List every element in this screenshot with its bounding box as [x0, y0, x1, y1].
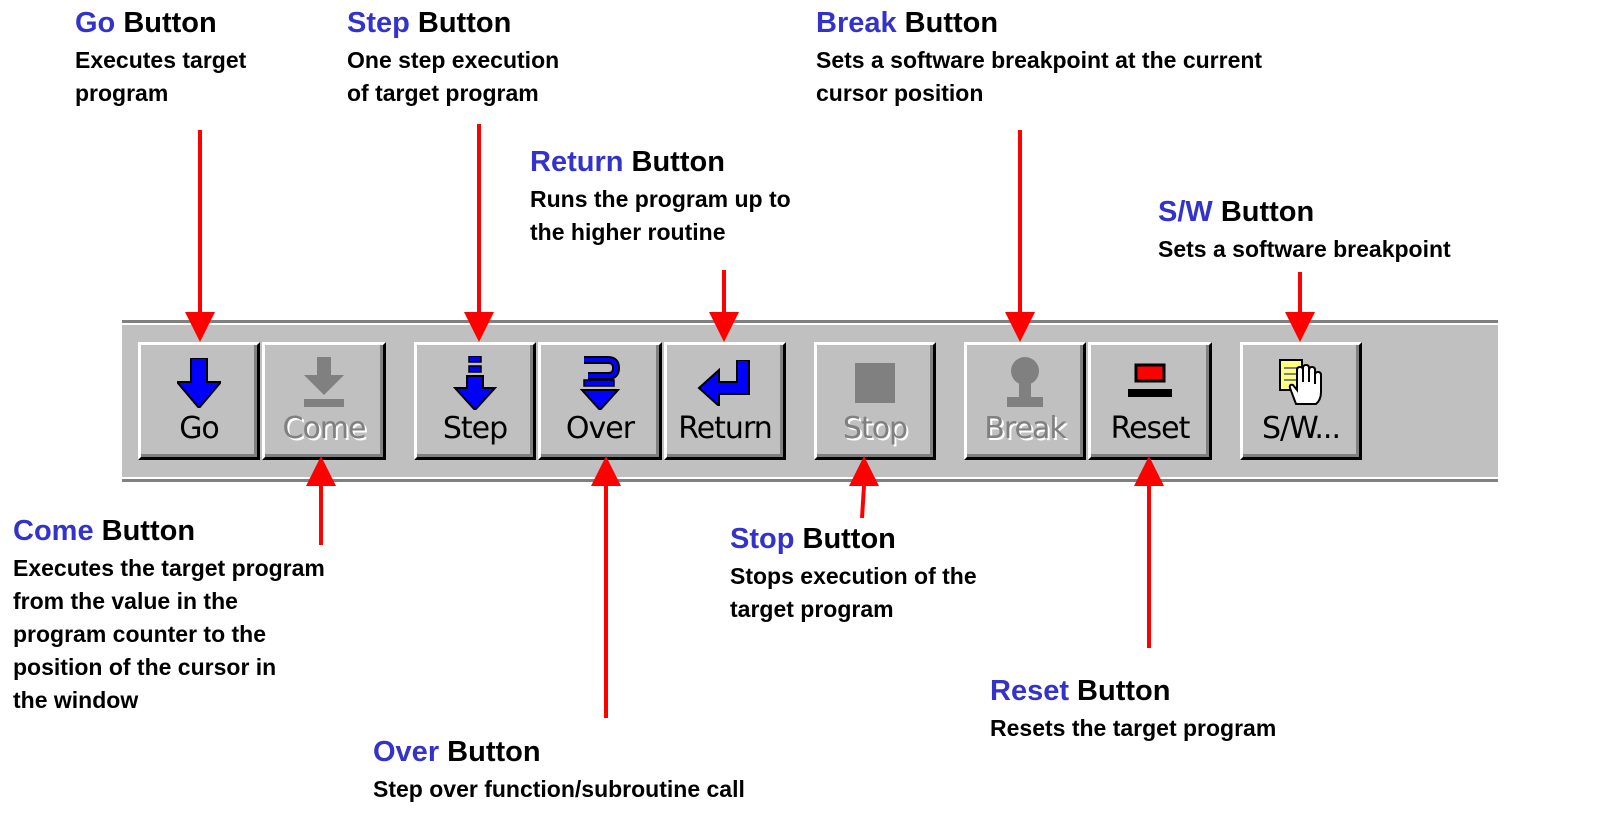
go-button[interactable]: Go: [138, 342, 260, 460]
over-button[interactable]: Over: [538, 342, 662, 460]
come-callout-desc: Executes the target program from the val…: [13, 555, 325, 713]
reset-button-label: Reset: [1110, 411, 1191, 446]
over-callout-title: Over Button: [373, 736, 541, 768]
sw-callout-desc: Sets a software breakpoint: [1158, 236, 1451, 262]
sw-button[interactable]: S/W...: [1240, 342, 1362, 460]
sw-button-label: S/W...: [1262, 411, 1341, 446]
reset-callout-title: Reset Button: [990, 675, 1171, 707]
come-button-label: Come: [282, 411, 367, 446]
over-callout: Over Button Step over function/subroutin…: [373, 735, 745, 806]
go-button-label: Go: [179, 411, 220, 446]
over-callout-desc: Step over function/subroutine call: [373, 776, 745, 802]
over-pointer-arrow: [591, 456, 621, 718]
go-pointer-arrow: [185, 130, 215, 342]
stop-button[interactable]: Stop: [814, 342, 936, 460]
reset-icon: [1091, 355, 1209, 411]
come-callout: Come Button Executes the target program …: [13, 514, 325, 717]
return-arrow-icon: [667, 355, 783, 411]
down-arrow-icon: [141, 355, 257, 411]
reset-callout-desc: Resets the target program: [990, 715, 1277, 741]
break-pointer-arrow: [1005, 130, 1035, 342]
toolbar-highlight-top: [122, 323, 1498, 325]
return-callout-title: Return Button: [530, 146, 725, 178]
step-callout-title: Step Button: [347, 7, 512, 39]
toolbar-highlight-bottom: [122, 477, 1498, 479]
break-callout-title: Break Button: [816, 7, 999, 39]
go-callout-title: Go Button: [75, 7, 217, 39]
reset-callout: Reset Button Resets the target program: [990, 674, 1276, 745]
stop-square-icon: [817, 355, 933, 411]
step-pointer-arrow: [464, 124, 494, 342]
step-into-icon: [417, 355, 533, 411]
stop-button-label: Stop: [842, 411, 908, 446]
over-button-label: Over: [565, 411, 635, 446]
step-button-label: Step: [442, 411, 508, 446]
down-arrow-to-bar-icon: [265, 355, 383, 411]
break-callout-desc: Sets a software breakpoint at the curren…: [816, 47, 1263, 106]
break-callout: Break Button Sets a software breakpoint …: [816, 6, 1262, 110]
step-over-icon: [541, 355, 659, 411]
step-button[interactable]: Step: [414, 342, 536, 460]
reset-pointer-arrow: [1134, 456, 1164, 648]
sw-callout: S/W Button Sets a software breakpoint: [1158, 195, 1451, 266]
reset-button[interactable]: Reset: [1088, 342, 1212, 460]
come-button[interactable]: Come: [262, 342, 386, 460]
hand-document-icon: [1243, 355, 1359, 411]
come-callout-title: Come Button: [13, 515, 196, 547]
stop-callout-title: Stop Button: [730, 523, 896, 555]
break-button-label: Break: [984, 411, 1066, 446]
breakpoint-icon: [967, 355, 1083, 411]
sw-callout-title: S/W Button: [1158, 196, 1315, 228]
break-button[interactable]: Break: [964, 342, 1086, 460]
return-button[interactable]: Return: [664, 342, 786, 460]
return-button-label: Return: [678, 411, 773, 446]
